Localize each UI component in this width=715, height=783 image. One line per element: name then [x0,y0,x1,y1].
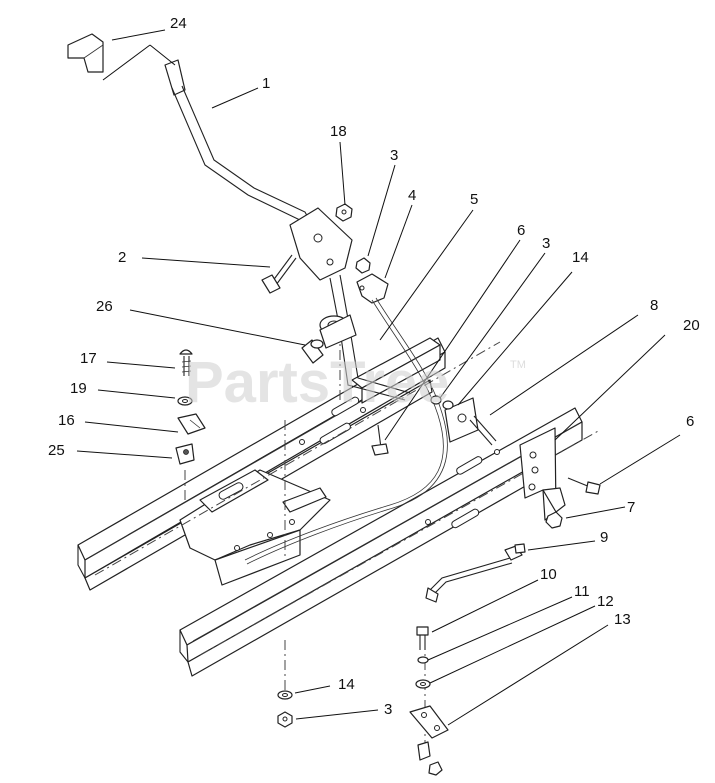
callout-24: 24 [170,15,187,32]
bolt-6-center [371,424,389,456]
bolt-6-right [567,477,601,495]
callout-1: 1 [262,75,270,92]
callout-6: 6 [517,222,525,239]
callout-19: 19 [70,380,87,397]
nut-7 [545,511,563,529]
callout-14: 14 [572,249,589,266]
callout-8: 8 [650,297,658,314]
callout-3: 3 [390,147,398,164]
washer-13 [415,679,431,689]
callout-10: 10 [540,566,557,583]
bolt-11 [416,626,429,650]
watermark-text: PartsTree [185,350,449,415]
nut-3-upper [355,257,371,274]
callout-20: 20 [683,317,700,334]
rail-slots [299,396,500,529]
clip-16 [177,413,206,435]
callout-3b: 3 [542,235,550,252]
callout-5: 5 [470,191,478,208]
cable-5 [244,297,448,565]
lever-knob [67,33,104,73]
callout-14b: 14 [338,676,355,693]
callout-7: 7 [627,499,635,516]
nut-25 [175,443,195,465]
nut-3-lower [277,711,293,728]
washer-14-lower [277,690,293,700]
callout-6b: 6 [686,413,694,430]
watermark: PartsTree TM [185,350,526,415]
callout-26: 26 [96,298,113,315]
pivot-bushing [319,314,357,349]
frame-rail-lower [179,407,583,677]
callout-17: 17 [80,350,97,367]
washer-12 [417,656,429,664]
callout-labels: 24 1 18 3 4 5 2 6 3 14 26 8 20 17 19 16 … [48,15,700,718]
nut-18 [335,203,353,222]
callout-13: 13 [614,611,631,628]
pivot-shaft [329,274,411,401]
callout-3c: 3 [384,701,392,718]
link-rod-10 [425,545,523,603]
callout-12: 12 [597,593,614,610]
bolt-9 [514,543,526,554]
callout-25: 25 [48,442,65,459]
lever-mount-plate [289,207,353,281]
channel-bracket [351,337,441,404]
callout-2: 2 [118,249,126,266]
pivot-plate-14 [444,397,497,446]
callout-18: 18 [330,123,347,140]
bracket-20 [519,427,566,521]
callout-9: 9 [600,529,608,546]
callout-16: 16 [58,412,75,429]
cross-plate [179,469,331,586]
leader-lines [76,29,681,726]
spacer-bushing [301,339,324,364]
washer-3-right [430,395,454,410]
bolt-17 [179,349,193,376]
clamp-4 [356,273,389,304]
bolt-2 [261,254,297,294]
watermark-trademark: TM [510,359,526,371]
washer-19 [177,396,193,406]
callout-4: 4 [408,187,416,204]
callout-11: 11 [574,583,590,600]
link-plate [409,705,449,776]
